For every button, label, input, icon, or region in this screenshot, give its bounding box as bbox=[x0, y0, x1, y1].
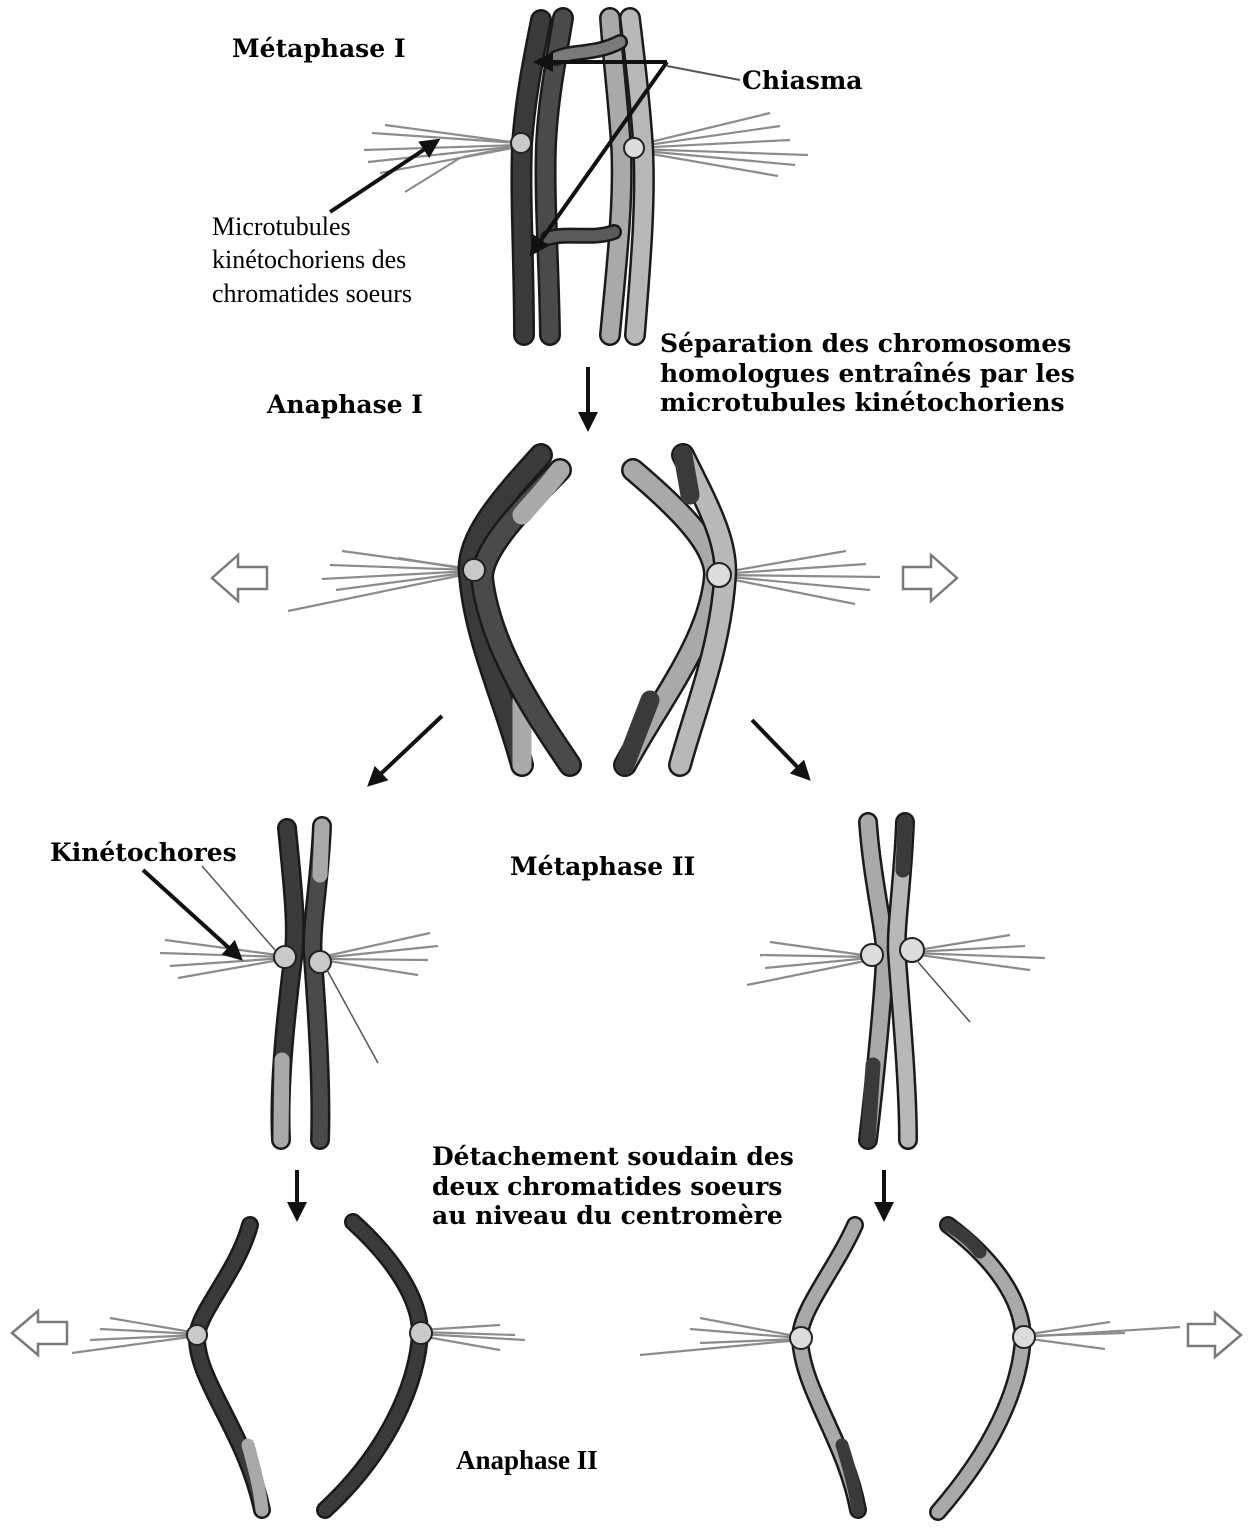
anaphase-2-far-right-microtubules bbox=[1023, 1322, 1180, 1349]
metaphase-2-right-kinetochore-b bbox=[900, 938, 924, 962]
hollow-arrow-right-anaphase-1 bbox=[903, 555, 957, 601]
metaphase-2-left-chromosome bbox=[280, 826, 322, 1140]
metaphase-2-label: Métaphase II bbox=[510, 852, 695, 882]
microtubules-label: Microtubules kinétochoriens des chromati… bbox=[212, 210, 412, 310]
anaphase-2-inner-right-microtubules bbox=[640, 1318, 800, 1355]
anaphase-2-far-right-chromatid bbox=[938, 1225, 1023, 1512]
separation-label-line-1: Séparation des chromosomes bbox=[660, 329, 1075, 359]
anaphase-2-inner-left-chromatid bbox=[325, 1222, 420, 1510]
chiasma-label: Chiasma bbox=[742, 66, 863, 96]
anaphase-2-label: Anaphase II bbox=[456, 1445, 598, 1477]
microtubules-label-line-2: kinétochoriens des bbox=[212, 243, 412, 276]
chiasma-leader-line bbox=[667, 66, 740, 80]
kinetochore-leader-line-1 bbox=[202, 866, 275, 950]
diagonal-arrow-right bbox=[752, 720, 808, 778]
hollow-arrow-right-anaphase-2 bbox=[1188, 1313, 1241, 1357]
anaphase-2-inner-left-microtubules bbox=[421, 1325, 525, 1350]
separation-label-line-2: homologues entraînés par les bbox=[660, 359, 1075, 389]
anaphase-1-label: Anaphase I bbox=[267, 390, 423, 420]
metaphase-1-light-homolog bbox=[610, 18, 644, 335]
detachement-label-line-2: deux chromatides soeurs bbox=[432, 1172, 794, 1202]
separation-label-line-3: microtubules kinétochoriens bbox=[660, 388, 1075, 418]
anaphase-2-far-left-centromere bbox=[187, 1325, 207, 1345]
anaphase-1-left-microtubules bbox=[288, 551, 472, 611]
anaphase-2-far-right-centromere bbox=[1013, 1326, 1035, 1348]
anaphase-2-inner-right-chromatid bbox=[800, 1225, 858, 1510]
anaphase-1-left-chromosome bbox=[470, 455, 570, 765]
anaphase-1-right-centromere bbox=[707, 563, 731, 587]
anaphase-2-far-left-microtubules bbox=[72, 1318, 197, 1353]
metaphase-2-left-kinetochore-a bbox=[274, 946, 296, 968]
metaphase-2-right-chromosome bbox=[868, 822, 908, 1140]
detachement-label-line-3: au niveau du centromère bbox=[432, 1201, 794, 1231]
hollow-arrow-left-anaphase-2 bbox=[12, 1311, 67, 1355]
anaphase-1-left-centromere bbox=[463, 559, 485, 581]
hollow-arrow-left-anaphase-1 bbox=[212, 555, 267, 601]
metaphase-1-label: Métaphase I bbox=[232, 34, 406, 64]
separation-label: Séparation des chromosomes homologues en… bbox=[660, 329, 1075, 418]
microtubules-label-line-3: chromatides soeurs bbox=[212, 277, 412, 310]
kinetochores-pointer-arrow bbox=[143, 870, 240, 958]
metaphase-2-right-kinetochore-a bbox=[861, 944, 883, 966]
metaphase-1-microtubules bbox=[364, 113, 808, 192]
anaphase-1-right-chromosome bbox=[625, 455, 725, 765]
microtubules-label-line-1: Microtubules bbox=[212, 210, 412, 243]
diagonal-arrow-left bbox=[370, 716, 442, 784]
metaphase-2-left-kinetochore-b bbox=[309, 951, 331, 973]
anaphase-2-far-left-chromatid bbox=[197, 1225, 262, 1510]
microtubules-pointer-arrow bbox=[330, 141, 437, 212]
detachement-label: Détachement soudain des deux chromatides… bbox=[432, 1142, 794, 1231]
kinetochore-leader-line-2 bbox=[327, 970, 378, 1063]
anaphase-2-inner-right-centromere bbox=[790, 1327, 812, 1349]
kinetochore-leader-line-3 bbox=[918, 962, 970, 1022]
anaphase-2-inner-left-centromere bbox=[410, 1322, 432, 1344]
detachement-label-line-1: Détachement soudain des bbox=[432, 1142, 794, 1172]
anaphase-1-right-microtubules bbox=[720, 551, 880, 604]
kinetochores-label: Kinétochores bbox=[50, 838, 237, 868]
